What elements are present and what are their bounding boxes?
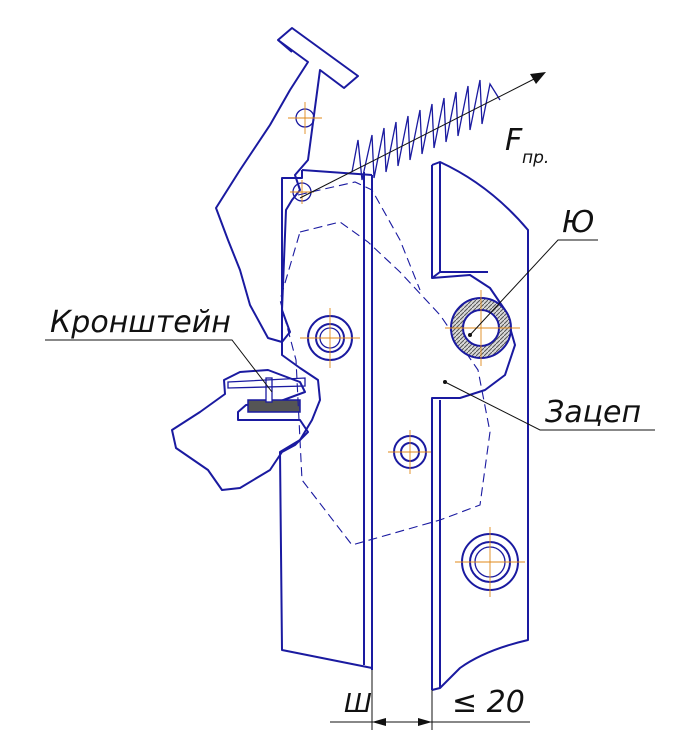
bracket-leader (45, 339, 273, 393)
left-plate-top (301, 169, 373, 176)
bracket (247, 399, 301, 413)
force-label: F (505, 123, 523, 158)
bracket-cap (227, 377, 306, 389)
bracket-stem (265, 377, 273, 403)
catch-label: Зацеп (545, 395, 641, 430)
force-arrowhead (530, 72, 546, 84)
pin-label: Ю (562, 205, 594, 240)
catch-contour (279, 221, 491, 546)
plate-label: Ш (344, 689, 372, 719)
pin-leader (469, 239, 598, 336)
spring (351, 79, 501, 181)
bracket-label: Кронштейн (50, 305, 231, 340)
left-plate (279, 170, 373, 669)
gap-dimension-label: ≤ 20 (452, 685, 525, 720)
catch-contour-upper (297, 181, 421, 291)
right-plate-top-curve (431, 161, 529, 691)
right-plate (431, 165, 516, 690)
lever-tab (277, 39, 293, 53)
spring-force-line (299, 75, 541, 199)
right-plate-notch-b (431, 271, 441, 279)
force-subscript: пр. (522, 148, 549, 168)
lower-jaw (171, 369, 309, 491)
catch-leader (444, 381, 655, 431)
lever (215, 27, 359, 343)
